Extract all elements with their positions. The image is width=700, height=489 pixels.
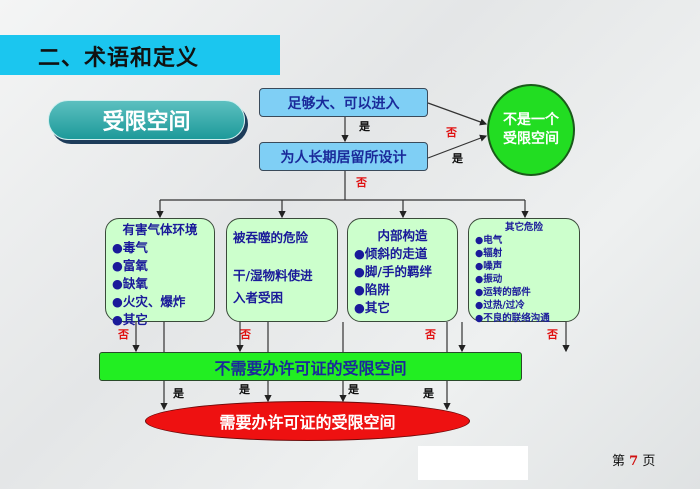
question-occupancy: 为人长期居留所设计 [259,142,428,171]
question-enterable: 足够大、可以进入 [259,88,428,117]
page-prefix: 第 [612,454,626,469]
category-item: ●电气 [475,235,503,246]
category-internal-structure: 内部构造 ●倾斜的走道 ●脚/手的羁绊 ●陷阱 ●其它 [347,218,458,322]
category-item: ●运转的部件 [475,287,531,298]
non-permit-space-node: 不需要办许可证的受限空间 [99,352,522,381]
category-heading: 内部构造 [377,228,428,243]
not-confined-space-node: 不是一个 受限空间 [487,84,575,176]
category-item: ●缺氧 [112,276,148,291]
category-item: ●辐射 [475,248,503,259]
footer-blank [418,446,528,480]
title-bar [0,35,280,75]
arrow-q1-no [427,102,488,126]
no-label: 否 [425,328,436,341]
no-label: 否 [356,176,367,189]
category-other-hazards: 其它危险 ●电气 ●辐射 ●噪声 ●振动 ●运转的部件 ●过热/过冷 ●不良的联… [468,218,580,324]
category-engulfment: 被吞噬的危险 干/湿物料使进 入者受困 [226,218,338,322]
yes-label: 是 [239,383,250,396]
permit-space-node: 需要办许可证的受限空间 [145,401,470,441]
category-item: ●振动 [475,274,503,285]
arrow-q2-yes [427,134,488,159]
yes-label: 是 [452,152,463,165]
not-confined-line1: 不是一个 [503,112,559,128]
not-confined-line2: 受限空间 [503,131,559,147]
category-item: ●噪声 [475,261,503,272]
category-item: ●倾斜的走道 [354,246,428,261]
category-item: ●陷阱 [354,282,390,297]
page-number: 第 7 页 [612,450,655,469]
no-label: 否 [446,126,457,139]
topic-pill: 受限空间 [48,100,245,140]
category-heading: 有害气体环境 [122,222,198,237]
category-item: 干/湿物料使进 [233,268,313,283]
page-number-value: 7 [629,454,639,469]
category-item: ●过热/过冷 [475,300,525,311]
category-item: 入者受困 [233,290,284,305]
yes-label: 是 [348,383,359,396]
yes-label: 是 [423,387,434,400]
yes-label: 是 [173,387,184,400]
category-heading: 被吞噬的危险 [233,230,309,245]
no-label: 否 [118,328,129,341]
category-item: ●毒气 [112,240,148,255]
category-item: ●其它 [354,300,390,315]
category-item: ●其它 [112,312,148,327]
yes-label: 是 [359,120,370,133]
category-item: ●火灾、爆炸 [112,294,186,309]
category-item: ●不良的联络沟通 [475,313,550,324]
category-item: ●脚/手的羁绊 [354,264,432,279]
no-label: 否 [240,328,251,341]
page-suffix: 页 [642,454,656,469]
page-title: 二、术语和定义 [38,46,200,71]
category-heading: 其它危险 [504,222,543,233]
category-item: ●富氧 [112,258,148,273]
category-toxic-atmosphere: 有害气体环境 ●毒气 ●富氧 ●缺氧 ●火灾、爆炸 ●其它 [105,218,215,327]
no-label: 否 [547,328,558,341]
